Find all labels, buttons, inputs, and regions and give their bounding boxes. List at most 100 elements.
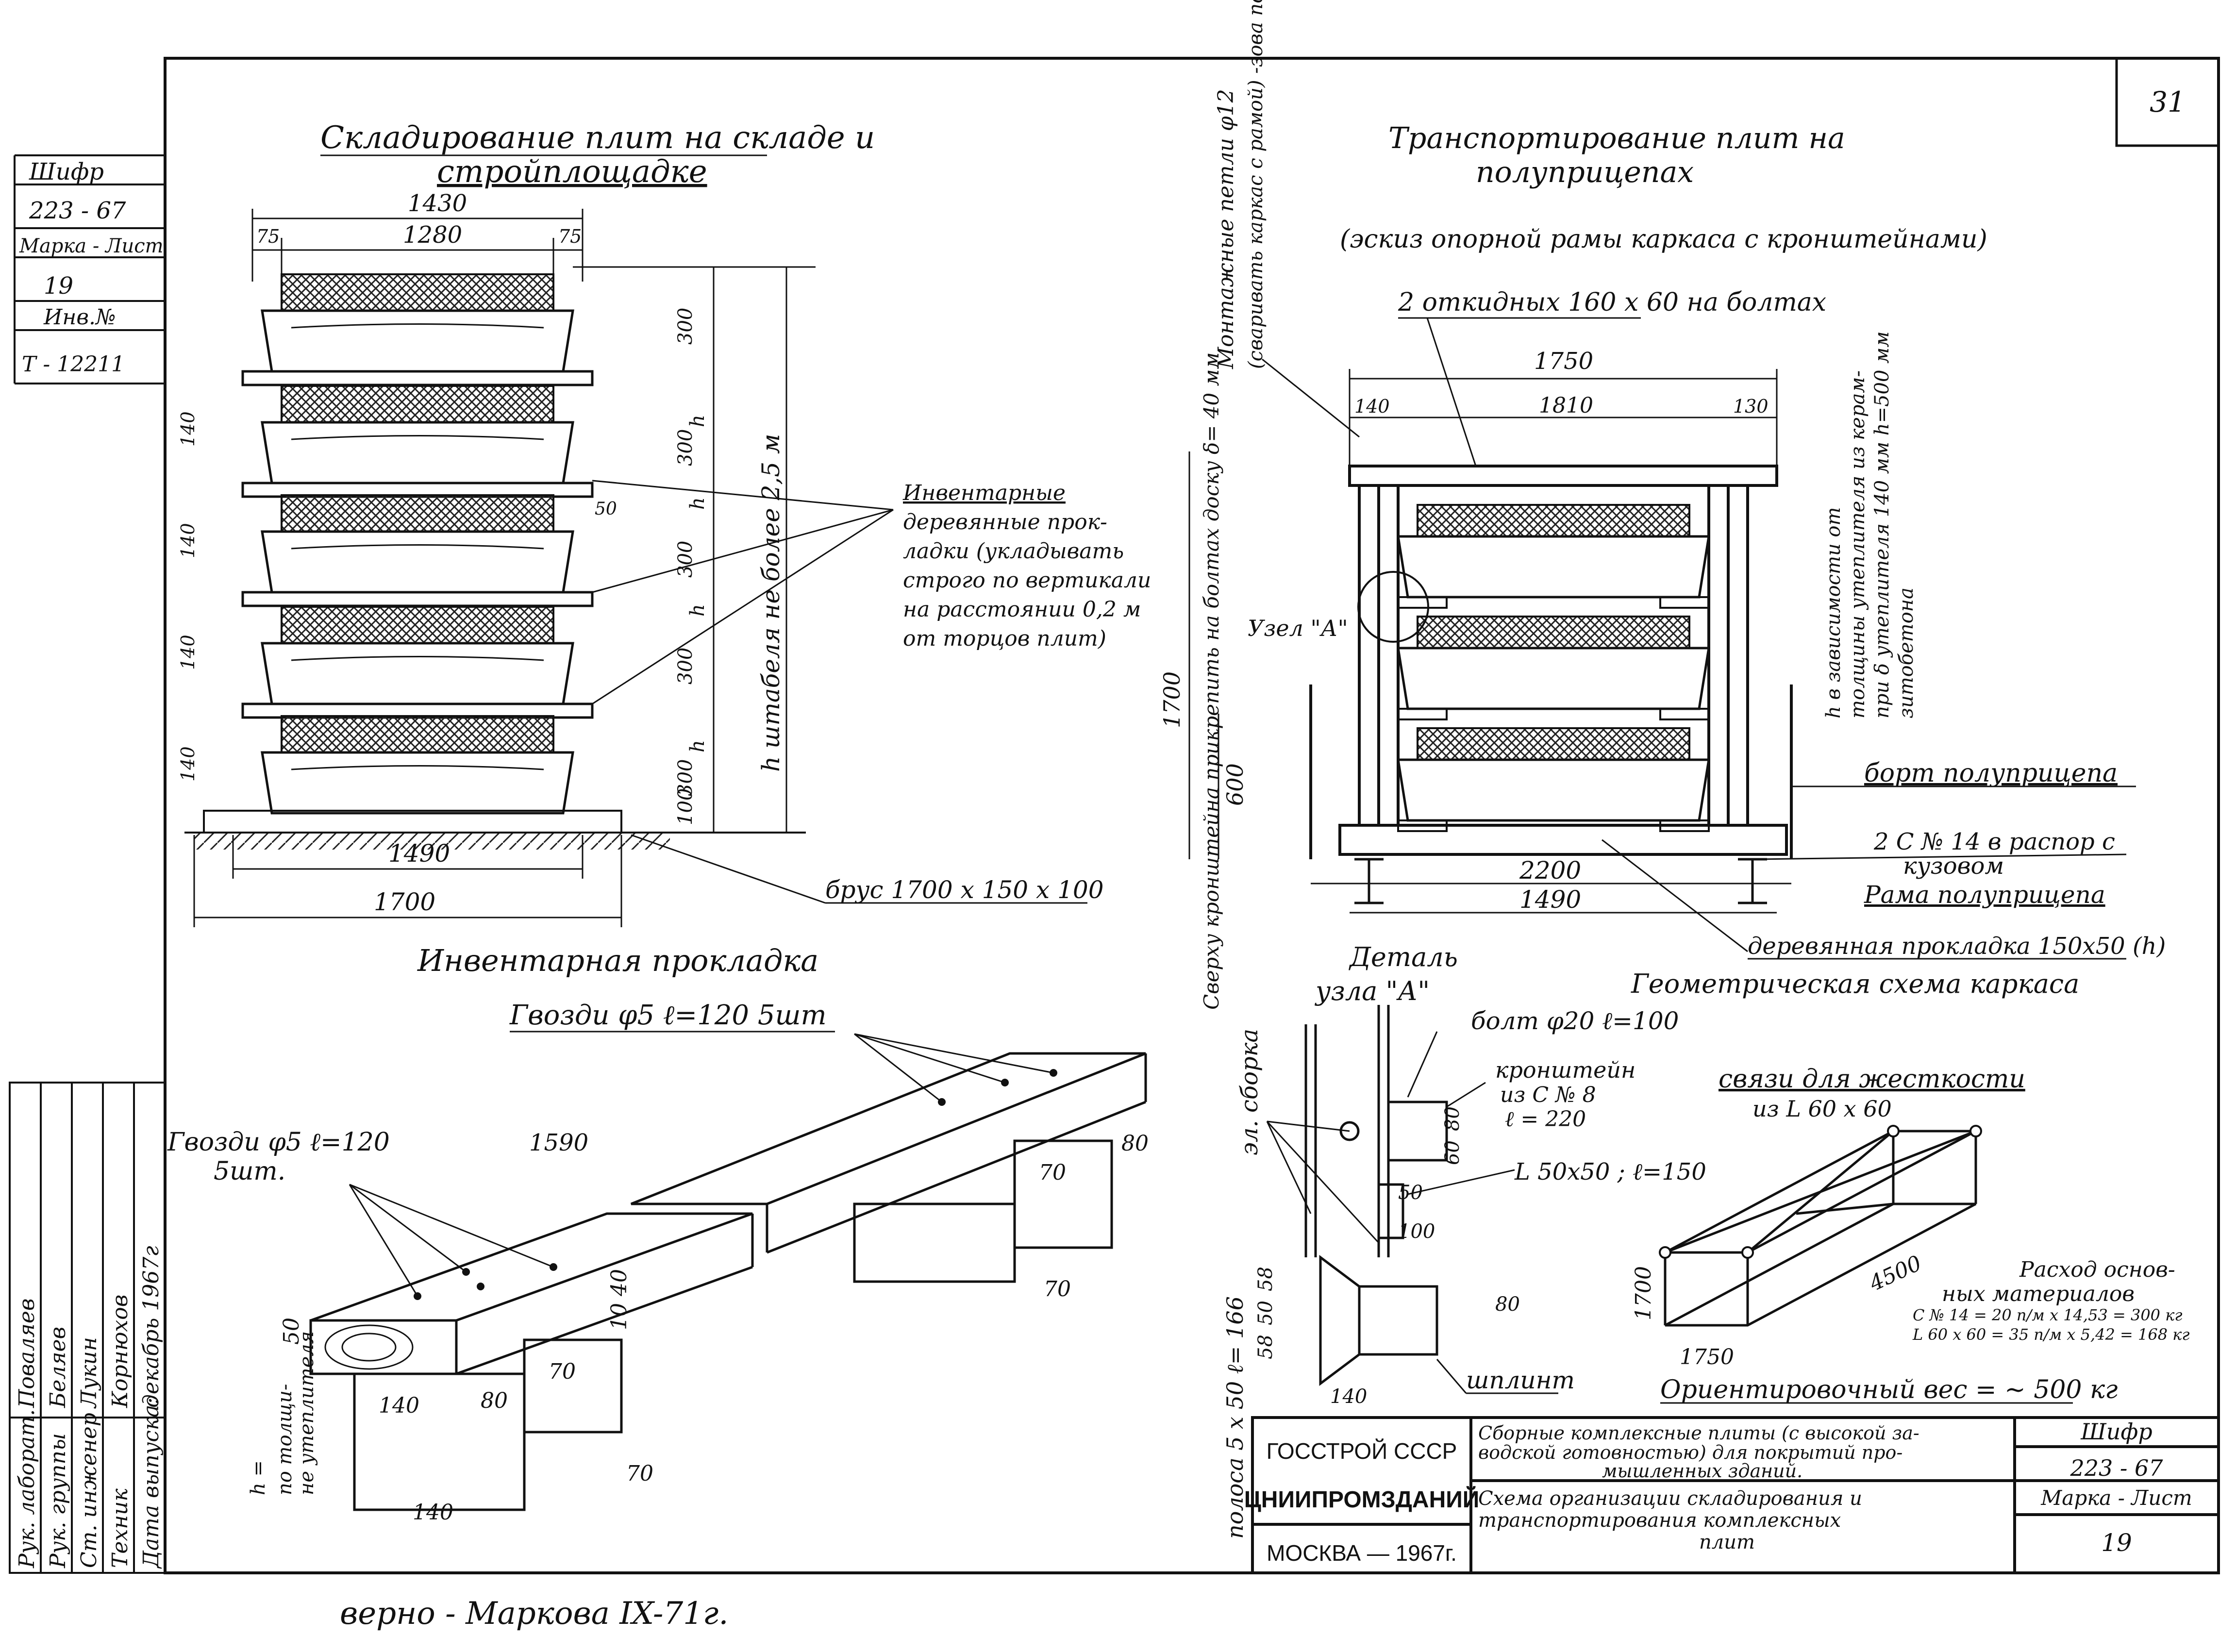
weld-note: (сваривать каркас с рамой) -зова полупри…: [1245, 0, 1267, 369]
ribbed-plate: [261, 309, 574, 373]
frame-label: Рама полуприцепа: [1864, 881, 2105, 909]
storage-dim-h2: h: [686, 497, 709, 510]
storage-dim-300a: 300: [674, 308, 697, 345]
pad-note-5: от торцов плит): [903, 626, 1106, 651]
storage-title-2: стройплощадке: [437, 154, 707, 190]
scheme-line-3: плит: [1699, 1531, 1755, 1553]
node-dim-50: 50: [1398, 1182, 1423, 1204]
geometry-scheme-title: Геометрическая схема каркаса: [1631, 968, 2079, 999]
scheme-line-2: транспортирования комплексных: [1478, 1509, 1841, 1532]
pad-dim-50: 50: [279, 1318, 304, 1345]
node-detail-title-1: Деталь: [1349, 942, 1458, 972]
ribbed-plate: [261, 421, 574, 484]
name-0: Поваляев: [15, 1299, 39, 1409]
storage-dim-100: 100: [674, 788, 697, 825]
node-detail: Деталь узла "А" эл. сборка болт φ20 ℓ=10…: [1222, 942, 1706, 1539]
storage-dim-h3: h: [686, 604, 709, 617]
transport-dim-600: 600: [1222, 763, 1248, 806]
pad-dim-80a: 80: [1121, 1131, 1149, 1156]
org-line-1: ГОССТРОЙ СССР: [1267, 1438, 1457, 1464]
assembly-label: эл. сборка: [1236, 1029, 1263, 1155]
plate-rib: [291, 323, 544, 329]
wood-pad: [241, 591, 594, 607]
stack-height-note: h штабеля не более 2,5 м: [757, 434, 785, 772]
bracket-left: [1397, 708, 1448, 720]
nails-left-1: Гвозди φ5 ℓ=120: [167, 1128, 390, 1157]
tb-mark-value: 19: [2101, 1529, 2132, 1557]
node-a-label: Узел "А": [1248, 615, 1348, 641]
name-3: Корнюхов: [108, 1295, 133, 1408]
signature-block: Рук. лаборат. Рук. группы Ст. инженер Те…: [9, 1082, 166, 1574]
strip-inv-label: Инв.№: [43, 305, 116, 330]
frame-scheme: связи для жесткости из L 60 x 60 1700 17…: [1631, 1065, 2190, 1404]
tb-cipher-label: Шифр: [2080, 1418, 2153, 1445]
insulation-layer: [281, 494, 554, 533]
mount-loops: Монтажные петли φ12: [1214, 89, 1238, 369]
bracket-left: [1397, 819, 1448, 832]
left-bracket-note: Сверху кронштейна прикрепить на болтах д…: [1200, 352, 1223, 1010]
ground-hatch: [194, 833, 670, 850]
nails-top: Гвозди φ5 ℓ=120 5шт: [509, 1000, 827, 1031]
node-dim-100: 100: [1398, 1220, 1435, 1243]
storage-dim-75a: 75: [256, 226, 280, 247]
pad-length: 1590: [529, 1129, 588, 1156]
role-4: Дата выпуска:: [139, 1398, 164, 1569]
materials-4: L 60 x 60 = 35 п/м х 5,42 = 168 кг: [1912, 1325, 2190, 1344]
ribbed-plate: [261, 751, 574, 815]
strip-label: полоса 5 x 50 ℓ= 166: [1222, 1296, 1248, 1539]
org-line-2: ЦНИИПРОМЗДАНИЙ: [1244, 1486, 1480, 1513]
h-note-3: зитобетона: [1895, 587, 1918, 718]
storage-dim-50: 50: [595, 499, 617, 519]
pad-dim-70d: 70: [626, 1461, 653, 1486]
storage-dim-h1: h: [686, 415, 709, 427]
insulation-layer: [281, 715, 554, 753]
pad-side-1: h =: [247, 1460, 269, 1495]
stiffeners-1: связи для жесткости: [1719, 1065, 2025, 1094]
materials-2: ных материалов: [1942, 1282, 2135, 1306]
pad-dim-70b: 70: [1044, 1277, 1071, 1302]
transport-plate: [1397, 758, 1710, 822]
nails-left-2: 5шт.: [214, 1157, 285, 1186]
transport-title-2: полуприцепах: [1476, 155, 1694, 189]
plate-rib: [291, 435, 544, 440]
storage-dim-300b: 300: [674, 429, 697, 466]
pad-note-3: строго по вертикали: [903, 568, 1151, 593]
frame-isometric: [1664, 1130, 1977, 1327]
desc-line-1: Сборные комплексные плиты (с высокой за-: [1478, 1422, 1919, 1444]
pad-detail: Гвозди φ5 ℓ=120 5шт Гвозди φ5 ℓ=120 5шт.: [167, 1000, 1149, 1525]
pad-note-2: ладки (укладывать: [903, 539, 1124, 564]
storage-dim-1280: 1280: [403, 221, 462, 249]
pad-note-0: Инвентарные: [902, 481, 1066, 505]
storage-title-1: Складирование плит на складе и: [320, 120, 875, 156]
angle-label: L 50x50 ; ℓ=150: [1514, 1158, 1706, 1185]
title-block: ГОССТРОЙ СССР ЦНИИПРОМЗДАНИЙ МОСКВА — 19…: [1244, 1416, 2220, 1574]
role-2: Ст. инженер: [77, 1413, 101, 1568]
insulation-layer: [281, 385, 554, 423]
transport-plate: [1397, 647, 1710, 710]
pad-dim-70a: 70: [1039, 1160, 1066, 1185]
transport-insulation: [1417, 616, 1690, 649]
h-note-1: толщины утеплителя из керам-: [1847, 370, 1869, 718]
frame-dim-1750: 1750: [1680, 1345, 1734, 1369]
plate-rib: [291, 656, 544, 661]
strip-cipher-label: Шифр: [29, 158, 104, 185]
transport-dim-1490: 1490: [1519, 885, 1581, 914]
storage-section: Складирование плит на складе и стройплощ…: [177, 120, 1151, 978]
beam-label: брус 1700 x 150 x 100: [825, 876, 1104, 904]
materials-3: С № 14 = 20 п/м х 14,53 = 300 кг: [1913, 1306, 2182, 1324]
transport-title-1: Транспортирование плит на: [1388, 121, 1845, 155]
plate-stack: [241, 273, 594, 815]
pad-dim-80b: 80: [481, 1388, 508, 1413]
transport-dim-2200: 2200: [1519, 856, 1581, 884]
transport-subtitle: (эскиз опорной рамы каркаса с кронштейна…: [1340, 225, 1987, 254]
sheet-number-box: 31: [2115, 58, 2219, 147]
storage-dim-140d: 140: [177, 746, 199, 782]
h-note-2: при δ утеплителя 140 мм h=500 мм: [1871, 332, 1893, 718]
transport-insulation: [1417, 504, 1690, 537]
pad-dim-70c: 70: [549, 1359, 576, 1384]
angles-label: 2 откидных 160 x 60 на болтах: [1398, 288, 1826, 317]
role-3: Техник: [108, 1488, 133, 1568]
desc-line-2: водской готовностью) для покрытий про-: [1478, 1442, 1902, 1463]
bracket-label-1: кронштейн: [1495, 1057, 1635, 1083]
bolt-label: болт φ20 ℓ=100: [1471, 1007, 1679, 1035]
